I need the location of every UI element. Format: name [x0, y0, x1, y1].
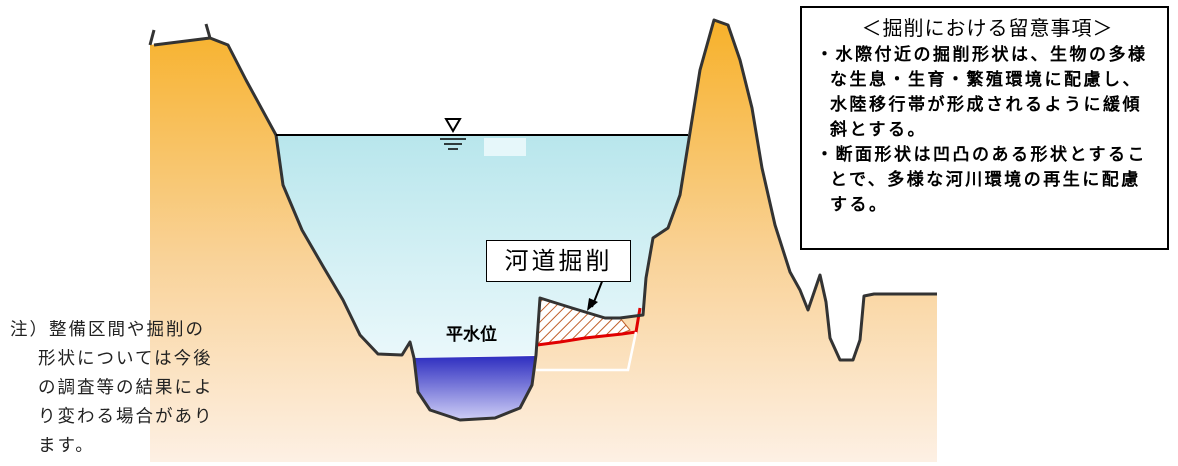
normal-water: [414, 356, 536, 420]
ground-outline: [148, 18, 937, 422]
notes-title: ＜掘削における留意事項＞: [861, 16, 1114, 40]
footnote-line: の調査等の結果によ: [38, 378, 214, 398]
excavation-pointer-arrow: [587, 278, 604, 311]
footnote-line: 形状については今後: [38, 349, 213, 369]
footnote-line: 注）整備区間や掘削の: [10, 320, 205, 340]
notes-panel: ＜掘削における留意事項＞ ・水際付近の掘削形状は、生物の多様な生息・生育・繁殖環…: [800, 6, 1169, 250]
excavation-label: 河道掘削: [486, 240, 631, 282]
water-surface-highlight: [484, 138, 526, 156]
excavation-boundary: [536, 331, 638, 372]
footnote-line: り変わる場合があり: [38, 407, 214, 427]
water-level-symbol-icon: [440, 118, 466, 150]
flood-water: [276, 135, 688, 358]
normal-water-level-label: 平水位: [446, 325, 497, 345]
footnote: 注）整備区間や掘削の 形状については今後 の調査等の結果によ り変わる場合があり…: [10, 316, 280, 461]
note-item: ・断面形状は凹凸のある形状とすることで、多様な河川環境の再生に配慮する。: [816, 145, 1147, 215]
footnote-line: ます。: [38, 436, 95, 456]
ground-body: [150, 20, 937, 462]
note-item: ・水際付近の掘削形状は、生物の多様な生息・生育・繁殖環境に配慮し、水陸移行帯が形…: [816, 45, 1148, 140]
excavation-line: [536, 307, 642, 347]
